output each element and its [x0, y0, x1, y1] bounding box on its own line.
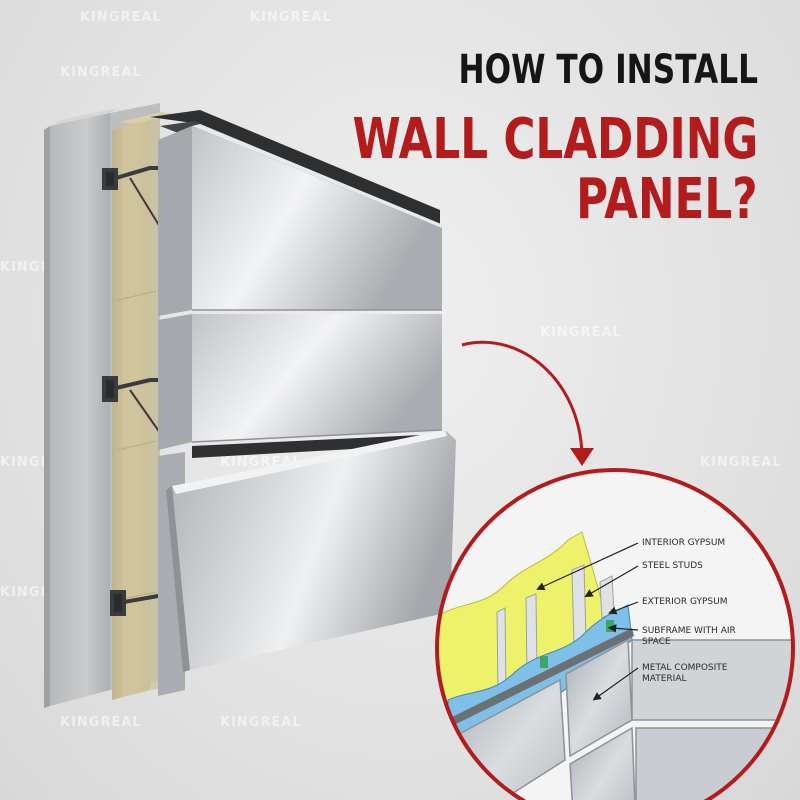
headline-line-3: PANEL? [576, 167, 758, 232]
composite-panel [631, 639, 793, 721]
composite-panel [569, 726, 637, 800]
composite-panel [635, 727, 793, 800]
detail-inset [435, 468, 795, 800]
callout-arrow [461, 340, 584, 456]
cladding-panel-installing [158, 430, 456, 696]
subframe-rail [450, 628, 634, 726]
subframe-clip [540, 656, 548, 668]
label-metal-composite: METAL COMPOSITE MATERIAL [642, 663, 728, 684]
headline-line-1: HOW TO INSTALL [458, 47, 758, 93]
cladding-panel-middle [158, 314, 443, 458]
label-interior-gypsum: INTERIOR GYPSUM [642, 538, 726, 548]
label-exterior-gypsum: EXTERIOR GYPSUM [642, 597, 728, 607]
headline-line-2: WALL CLADDING [352, 107, 758, 172]
cladding-panel-top [158, 124, 446, 316]
label-subframe: SUBFRAME WITH AIR SPACE [642, 626, 736, 647]
interior-gypsum-layer [437, 531, 611, 741]
callout-arrow-head [570, 448, 594, 466]
subframe-clip [606, 620, 614, 632]
label-steel-studs: STEEL STUDS [642, 561, 703, 571]
